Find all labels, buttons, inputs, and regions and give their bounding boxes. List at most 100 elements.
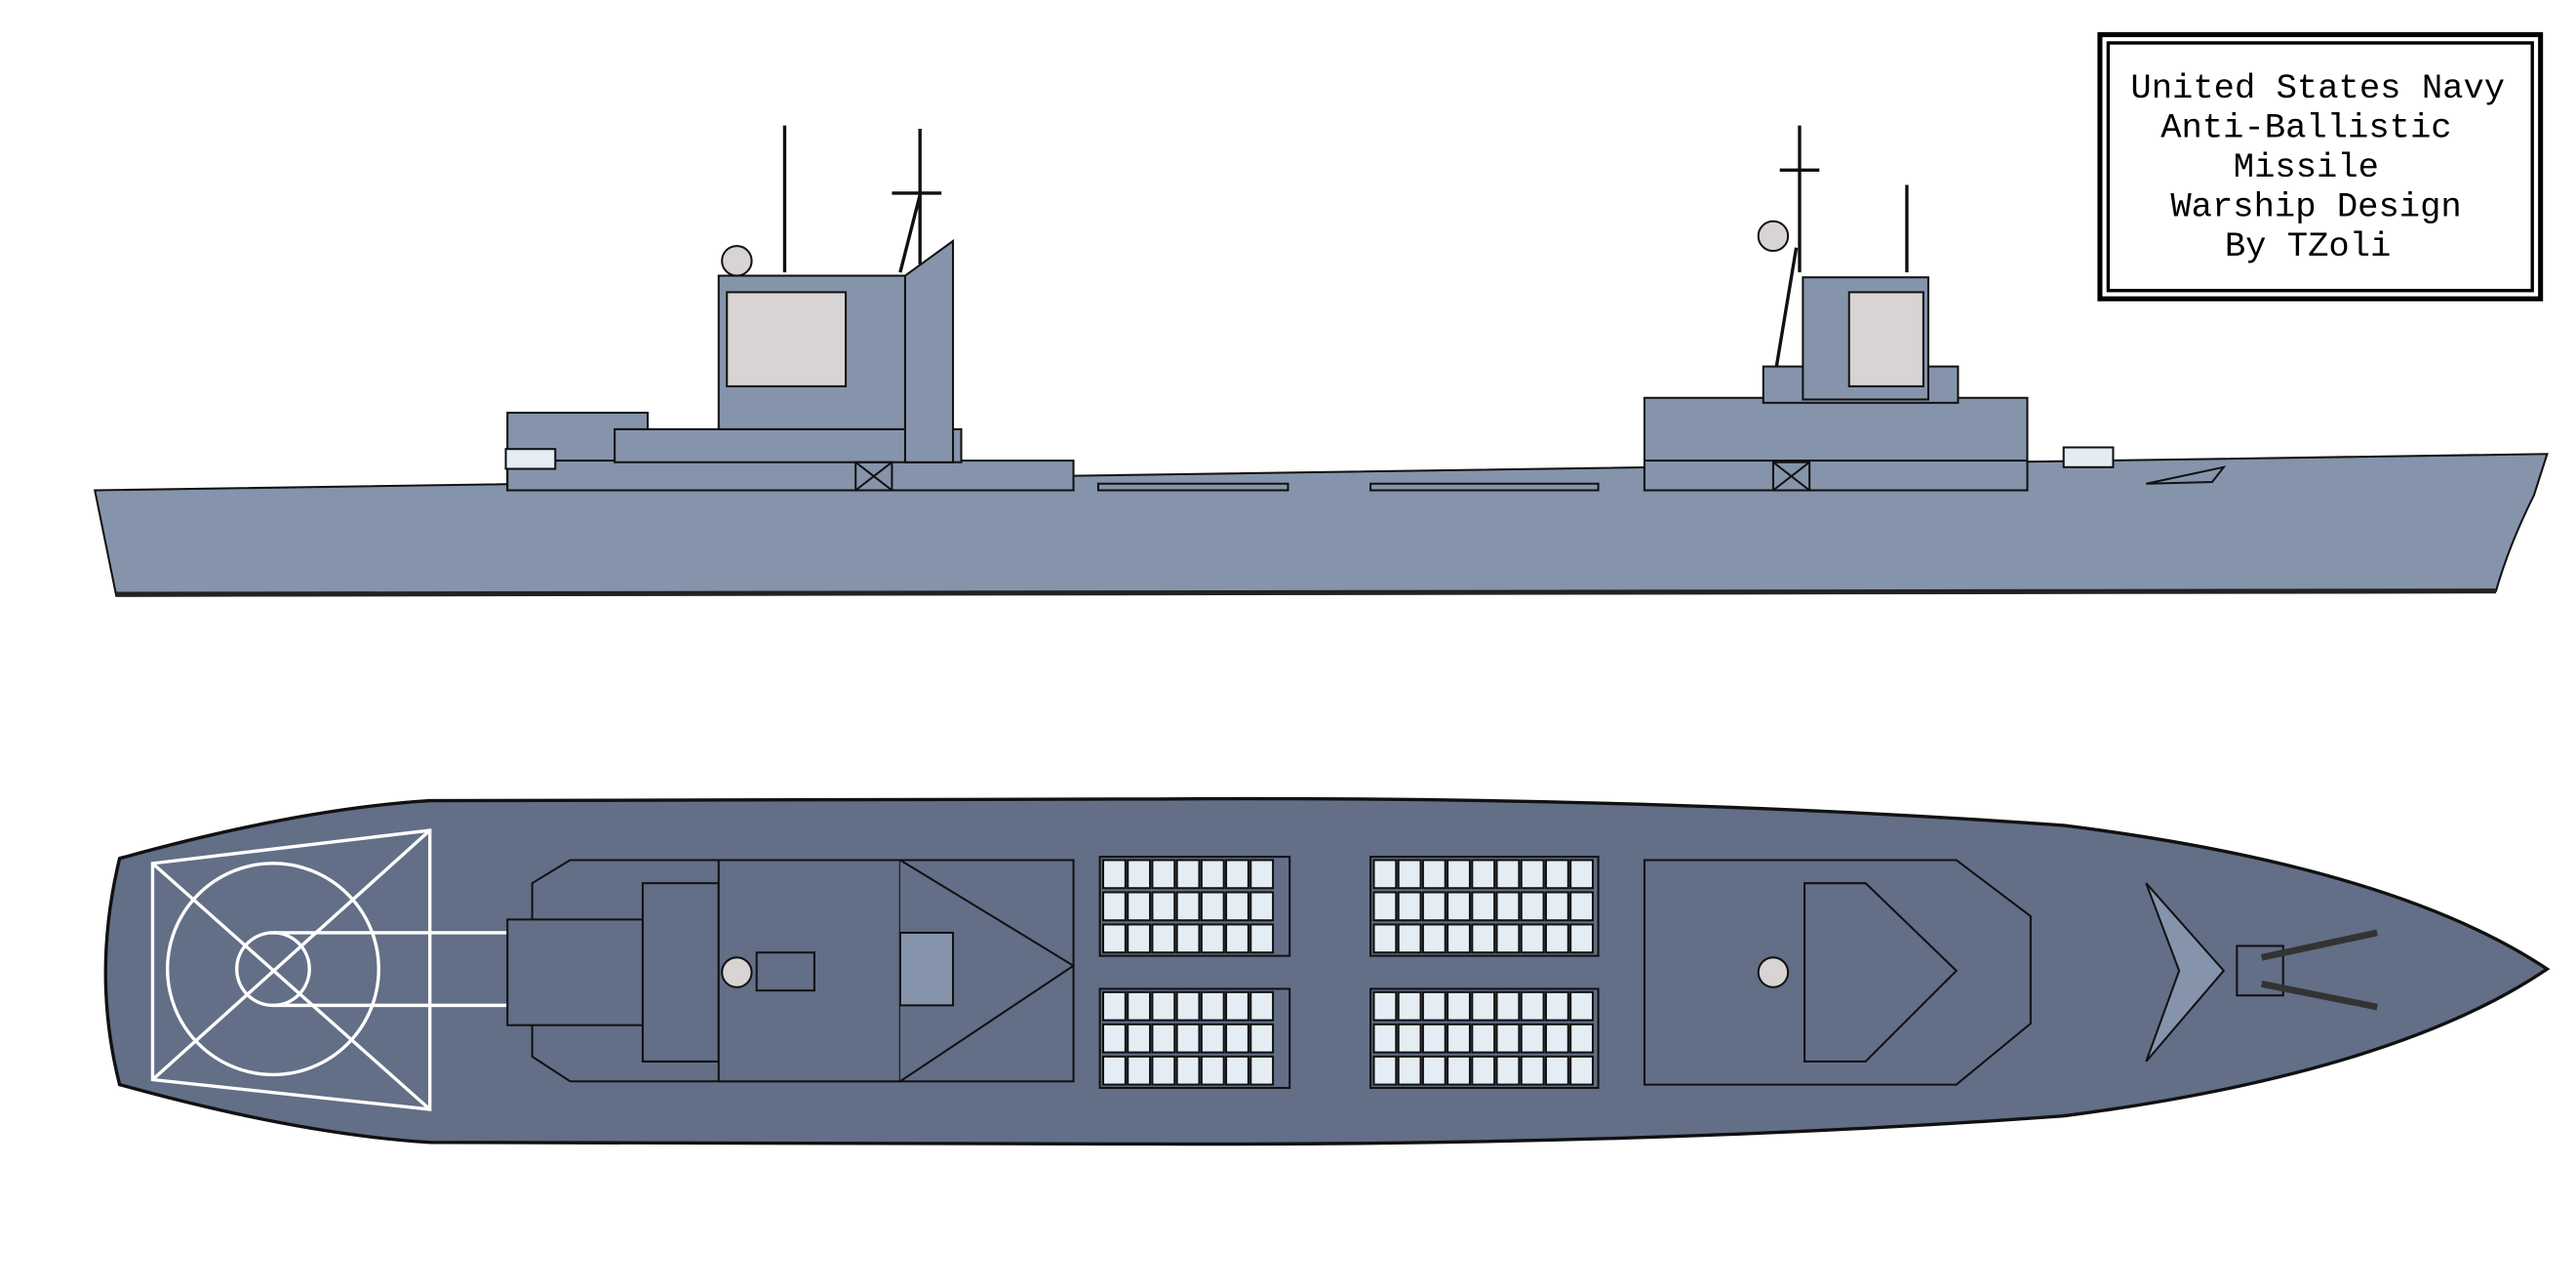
vls-cell [1471, 1023, 1496, 1054]
vls-cell [1372, 891, 1398, 922]
title-line-4: Warship Design [2170, 187, 2461, 227]
vls-cell [1447, 1023, 1471, 1054]
vls-cell [1151, 923, 1176, 954]
vls-cell [1249, 990, 1275, 1022]
vls-cell [1175, 990, 1201, 1022]
vls-cell [1151, 990, 1176, 1022]
vls-cell [1372, 923, 1398, 954]
top-view [103, 796, 2551, 1146]
vls-cell [1569, 891, 1595, 922]
vls-cell [1225, 923, 1249, 954]
vls-cell [1200, 1055, 1225, 1086]
vls-cell [1249, 859, 1275, 890]
helipad [150, 828, 508, 1111]
vls-cell [1520, 1023, 1545, 1054]
vls-cell [1249, 1023, 1275, 1054]
vls-cell [1175, 1023, 1201, 1054]
vls-cell [1101, 1055, 1127, 1086]
vls-cell [1101, 1023, 1127, 1054]
vls-cell [1101, 923, 1127, 954]
vls-cell [1471, 1055, 1496, 1086]
vls-cell [1101, 891, 1127, 922]
vls-cell [1421, 923, 1447, 954]
vls-cell [1225, 859, 1249, 890]
vls-cell [1200, 923, 1225, 954]
vls-cell [1447, 990, 1471, 1022]
vls-cell [1520, 990, 1545, 1022]
vls-cell [1495, 923, 1521, 954]
vls-cell [1520, 891, 1545, 922]
title-line-3: Missile [2234, 147, 2379, 187]
vls-cell [1151, 891, 1176, 922]
vls-cell [1151, 1023, 1176, 1054]
vls-cell [1495, 1023, 1521, 1054]
vls-cell [1175, 923, 1201, 954]
vls-cell [1421, 990, 1447, 1022]
vls-cell [1421, 891, 1447, 922]
vls-cell [1127, 1023, 1152, 1054]
vls-cell [1421, 859, 1447, 890]
vls-cell [1127, 990, 1152, 1022]
vls-cell [1447, 923, 1471, 954]
vls-cell [1200, 990, 1225, 1022]
vls-cell [1151, 1055, 1176, 1086]
title-line-5: By TZoli [2225, 226, 2392, 266]
vls-cell [1447, 859, 1471, 890]
vls-cell [1175, 891, 1201, 922]
vls-cell [1495, 1055, 1521, 1086]
vls-cell [1175, 859, 1201, 890]
vls-cell [1249, 1055, 1275, 1086]
vls-cell [1569, 923, 1595, 954]
vls-cell [1372, 1023, 1398, 1054]
vls-cell [1372, 1055, 1398, 1086]
vls-cell [1544, 891, 1569, 922]
vls-cell [1200, 891, 1225, 922]
vls-cell [1544, 923, 1569, 954]
vls-cell [1471, 859, 1496, 890]
vls-cell [1397, 923, 1422, 954]
vls-cell [1225, 1055, 1249, 1086]
title-line-1: United States Navy [2130, 68, 2505, 108]
vls-cell [1447, 891, 1471, 922]
vls-cell [1421, 1023, 1447, 1054]
vls-cell [1225, 990, 1249, 1022]
vls-cell [1569, 1055, 1595, 1086]
vls-cell [1225, 1023, 1249, 1054]
vls-cell [1520, 859, 1545, 890]
vls-cell [1151, 859, 1176, 890]
vls-cell [1127, 1055, 1152, 1086]
vls-cell [1544, 990, 1569, 1022]
side-hull [94, 453, 2549, 597]
vls-cell [1101, 859, 1127, 890]
vls-cell [1495, 859, 1521, 890]
vls-cell [1520, 1055, 1545, 1086]
vls-cell [1127, 923, 1152, 954]
vls-cell [1471, 990, 1496, 1022]
vls-cell [1175, 1055, 1201, 1086]
vls-cell [1397, 891, 1422, 922]
vls-cell [1397, 1023, 1422, 1054]
vls-cell [1101, 990, 1127, 1022]
fore-superstructure [1643, 125, 2227, 492]
title-line-2: Anti-Ballistic [2160, 107, 2451, 147]
vls-cell [1127, 891, 1152, 922]
vls-cell [1569, 990, 1595, 1022]
title-box: United States Navy Anti-Ballistic Missil… [2097, 31, 2544, 301]
vls-cell [1397, 1055, 1422, 1086]
aft-superstructure [504, 125, 1075, 492]
vls-cell [1421, 1055, 1447, 1086]
vls-cell [1372, 990, 1398, 1022]
aft-superstructure-top [506, 859, 1076, 1083]
vls-cell [1471, 891, 1496, 922]
vls-cell [1495, 891, 1521, 922]
vls-cell [1471, 923, 1496, 954]
vls-cell [1495, 990, 1521, 1022]
vls-cell [1569, 859, 1595, 890]
vls-cell [1225, 891, 1249, 922]
fore-superstructure-top [1643, 859, 2378, 1086]
vls-cell [1200, 859, 1225, 890]
vls-cell [1447, 1055, 1471, 1086]
vls-cell [1372, 859, 1398, 890]
vls-cell [1544, 1023, 1569, 1054]
